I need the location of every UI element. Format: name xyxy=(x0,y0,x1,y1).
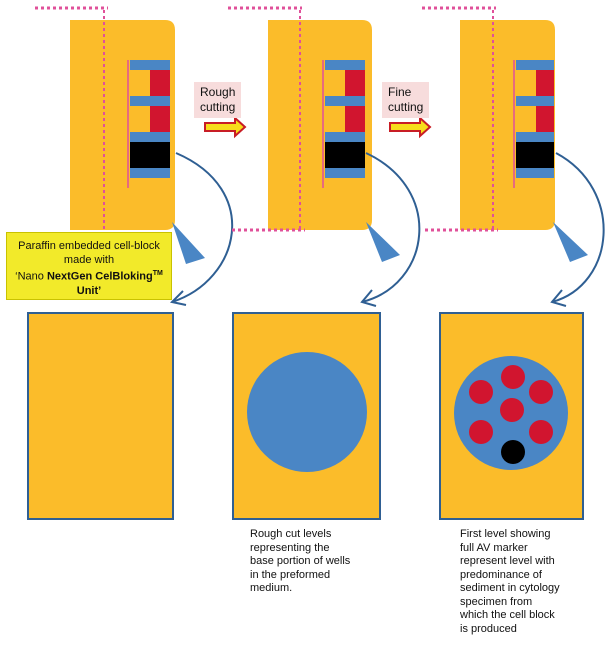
paraffin-block-3 xyxy=(422,6,605,307)
section-slide-3 xyxy=(439,312,584,520)
blade-3 xyxy=(553,222,588,262)
paraffin-block-2 xyxy=(228,6,421,307)
well-bar-1d xyxy=(130,168,170,178)
paraffin-block-callout: Paraffin embedded cell-block made with ‘… xyxy=(6,232,172,300)
arrow-fine-cutting xyxy=(389,115,432,139)
sample-dot xyxy=(529,420,553,444)
sample-1a xyxy=(150,70,170,96)
sample-dot xyxy=(529,380,553,404)
curve-arrowhead-1 xyxy=(169,290,187,306)
sample-1b xyxy=(150,106,170,132)
curve-arrow-3 xyxy=(551,152,605,303)
callout-line-3: ‘Nano NextGen CelBlokingTM xyxy=(15,270,163,283)
section-slide-2 xyxy=(232,312,381,520)
callout-line-2: made with xyxy=(63,254,115,266)
callout-line-1: Paraffin embedded cell-block xyxy=(18,240,160,252)
sample-dot xyxy=(501,365,525,389)
sample-dot xyxy=(469,380,493,404)
blade-1 xyxy=(172,222,205,264)
arrow-rough-cutting xyxy=(204,115,247,139)
callout-line-4: Unit’ xyxy=(76,284,102,297)
sample-dot xyxy=(469,420,493,444)
av-marker-dot xyxy=(501,440,525,464)
fine-cutting-label: Fine cutting xyxy=(382,82,430,118)
curve-arrow-2 xyxy=(361,152,421,303)
sample-dot xyxy=(500,398,524,422)
well-base-circle xyxy=(247,352,367,472)
marker-2 xyxy=(325,142,365,168)
section-slide-1 xyxy=(27,312,174,520)
first-level-caption: First level showing full AV marker repre… xyxy=(460,528,560,635)
well-bar-1a xyxy=(130,60,170,70)
well-bar-1c xyxy=(130,132,170,142)
well-bar-1b xyxy=(130,96,170,106)
paraffin-block-1 xyxy=(35,6,234,306)
rough-cut-caption: Rough cut levels representing the base p… xyxy=(250,528,351,594)
blade-2 xyxy=(366,222,400,262)
curve-arrow-1 xyxy=(171,152,234,303)
marker-3 xyxy=(516,142,554,168)
rough-cutting-label: Rough cutting xyxy=(194,82,242,118)
marker-1 xyxy=(130,142,170,168)
